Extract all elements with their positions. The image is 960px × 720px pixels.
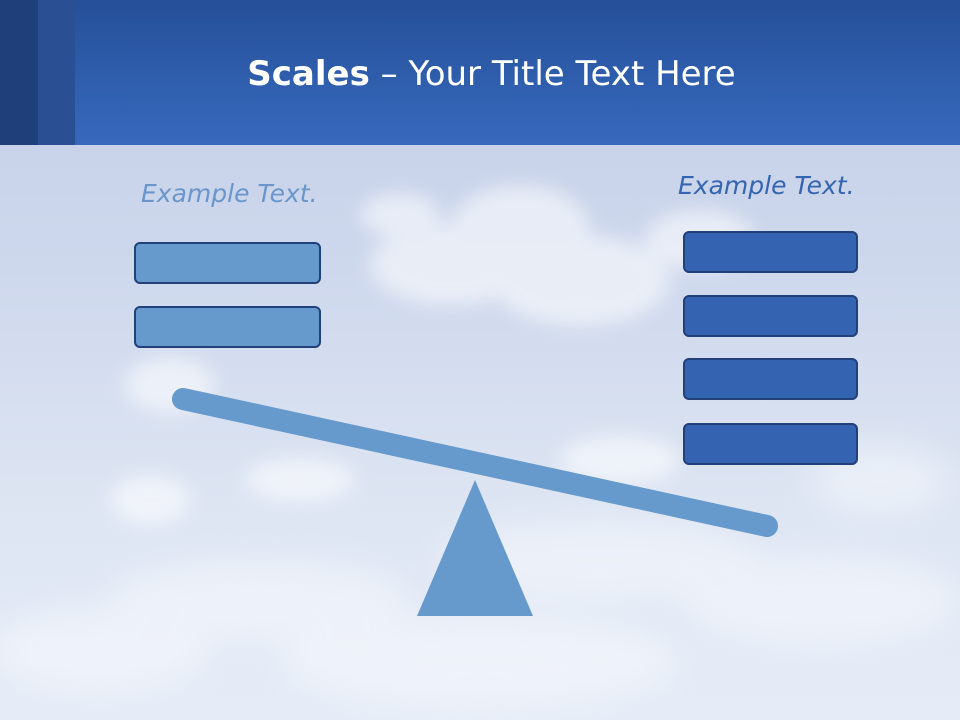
header-bar: Scales – Your Title Text Here [0,0,960,145]
left-example-text: Example Text. [141,179,318,208]
header-accent-strip [0,0,38,145]
right-example-text: Example Text. [678,171,855,200]
title-bold-text: Scales [247,54,370,94]
left-text-box [134,306,321,348]
scale-fulcrum [417,480,533,616]
slide-title: Scales – Your Title Text Here [75,50,908,98]
header-accent-strip [38,0,75,145]
right-text-box [683,231,858,273]
right-text-box [683,423,858,465]
right-text-box [683,358,858,400]
title-text: – Your Title Text Here [369,54,736,94]
left-text-box [134,242,321,284]
right-text-box [683,295,858,337]
scale-beam [172,388,778,537]
